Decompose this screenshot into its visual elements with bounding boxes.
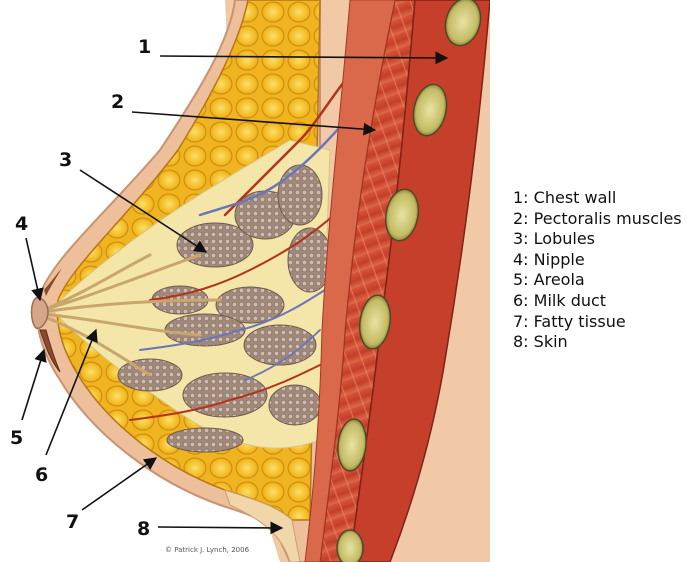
lobule [165, 314, 245, 346]
callout-number: 2 [111, 91, 124, 113]
callout-number: 3 [59, 149, 72, 171]
legend-item: 3: Lobules [513, 229, 682, 250]
lobule [269, 385, 321, 425]
legend-item: 4: Nipple [513, 250, 682, 271]
callout-number: 6 [35, 464, 48, 486]
callout-number: 8 [137, 518, 150, 540]
callout-arrow-4 [26, 238, 40, 300]
lobule [167, 428, 243, 452]
legend-item: 5: Areola [513, 270, 682, 291]
callout-number: 5 [10, 427, 23, 449]
rib [337, 530, 363, 562]
legend-item: 1: Chest wall [513, 188, 682, 209]
credit-text: © Patrick J. Lynch, 2006 [165, 546, 250, 554]
callout-number: 7 [66, 511, 79, 533]
callout-arrow-5 [22, 350, 44, 420]
legend-item: 2: Pectoralis muscles [513, 209, 682, 230]
callout-number: 1 [138, 36, 151, 58]
legend-item: 8: Skin [513, 332, 682, 353]
legend-item: 6: Milk duct [513, 291, 682, 312]
callout-arrow-7 [82, 458, 156, 510]
legend-item: 7: Fatty tissue [513, 312, 682, 333]
callout-arrow-8 [158, 527, 282, 528]
lobule [278, 165, 322, 225]
legend: 1: Chest wall 2: Pectoralis muscles 3: L… [513, 188, 682, 353]
callout-number: 4 [15, 213, 28, 235]
lobule [183, 373, 267, 417]
lobule [244, 325, 316, 365]
